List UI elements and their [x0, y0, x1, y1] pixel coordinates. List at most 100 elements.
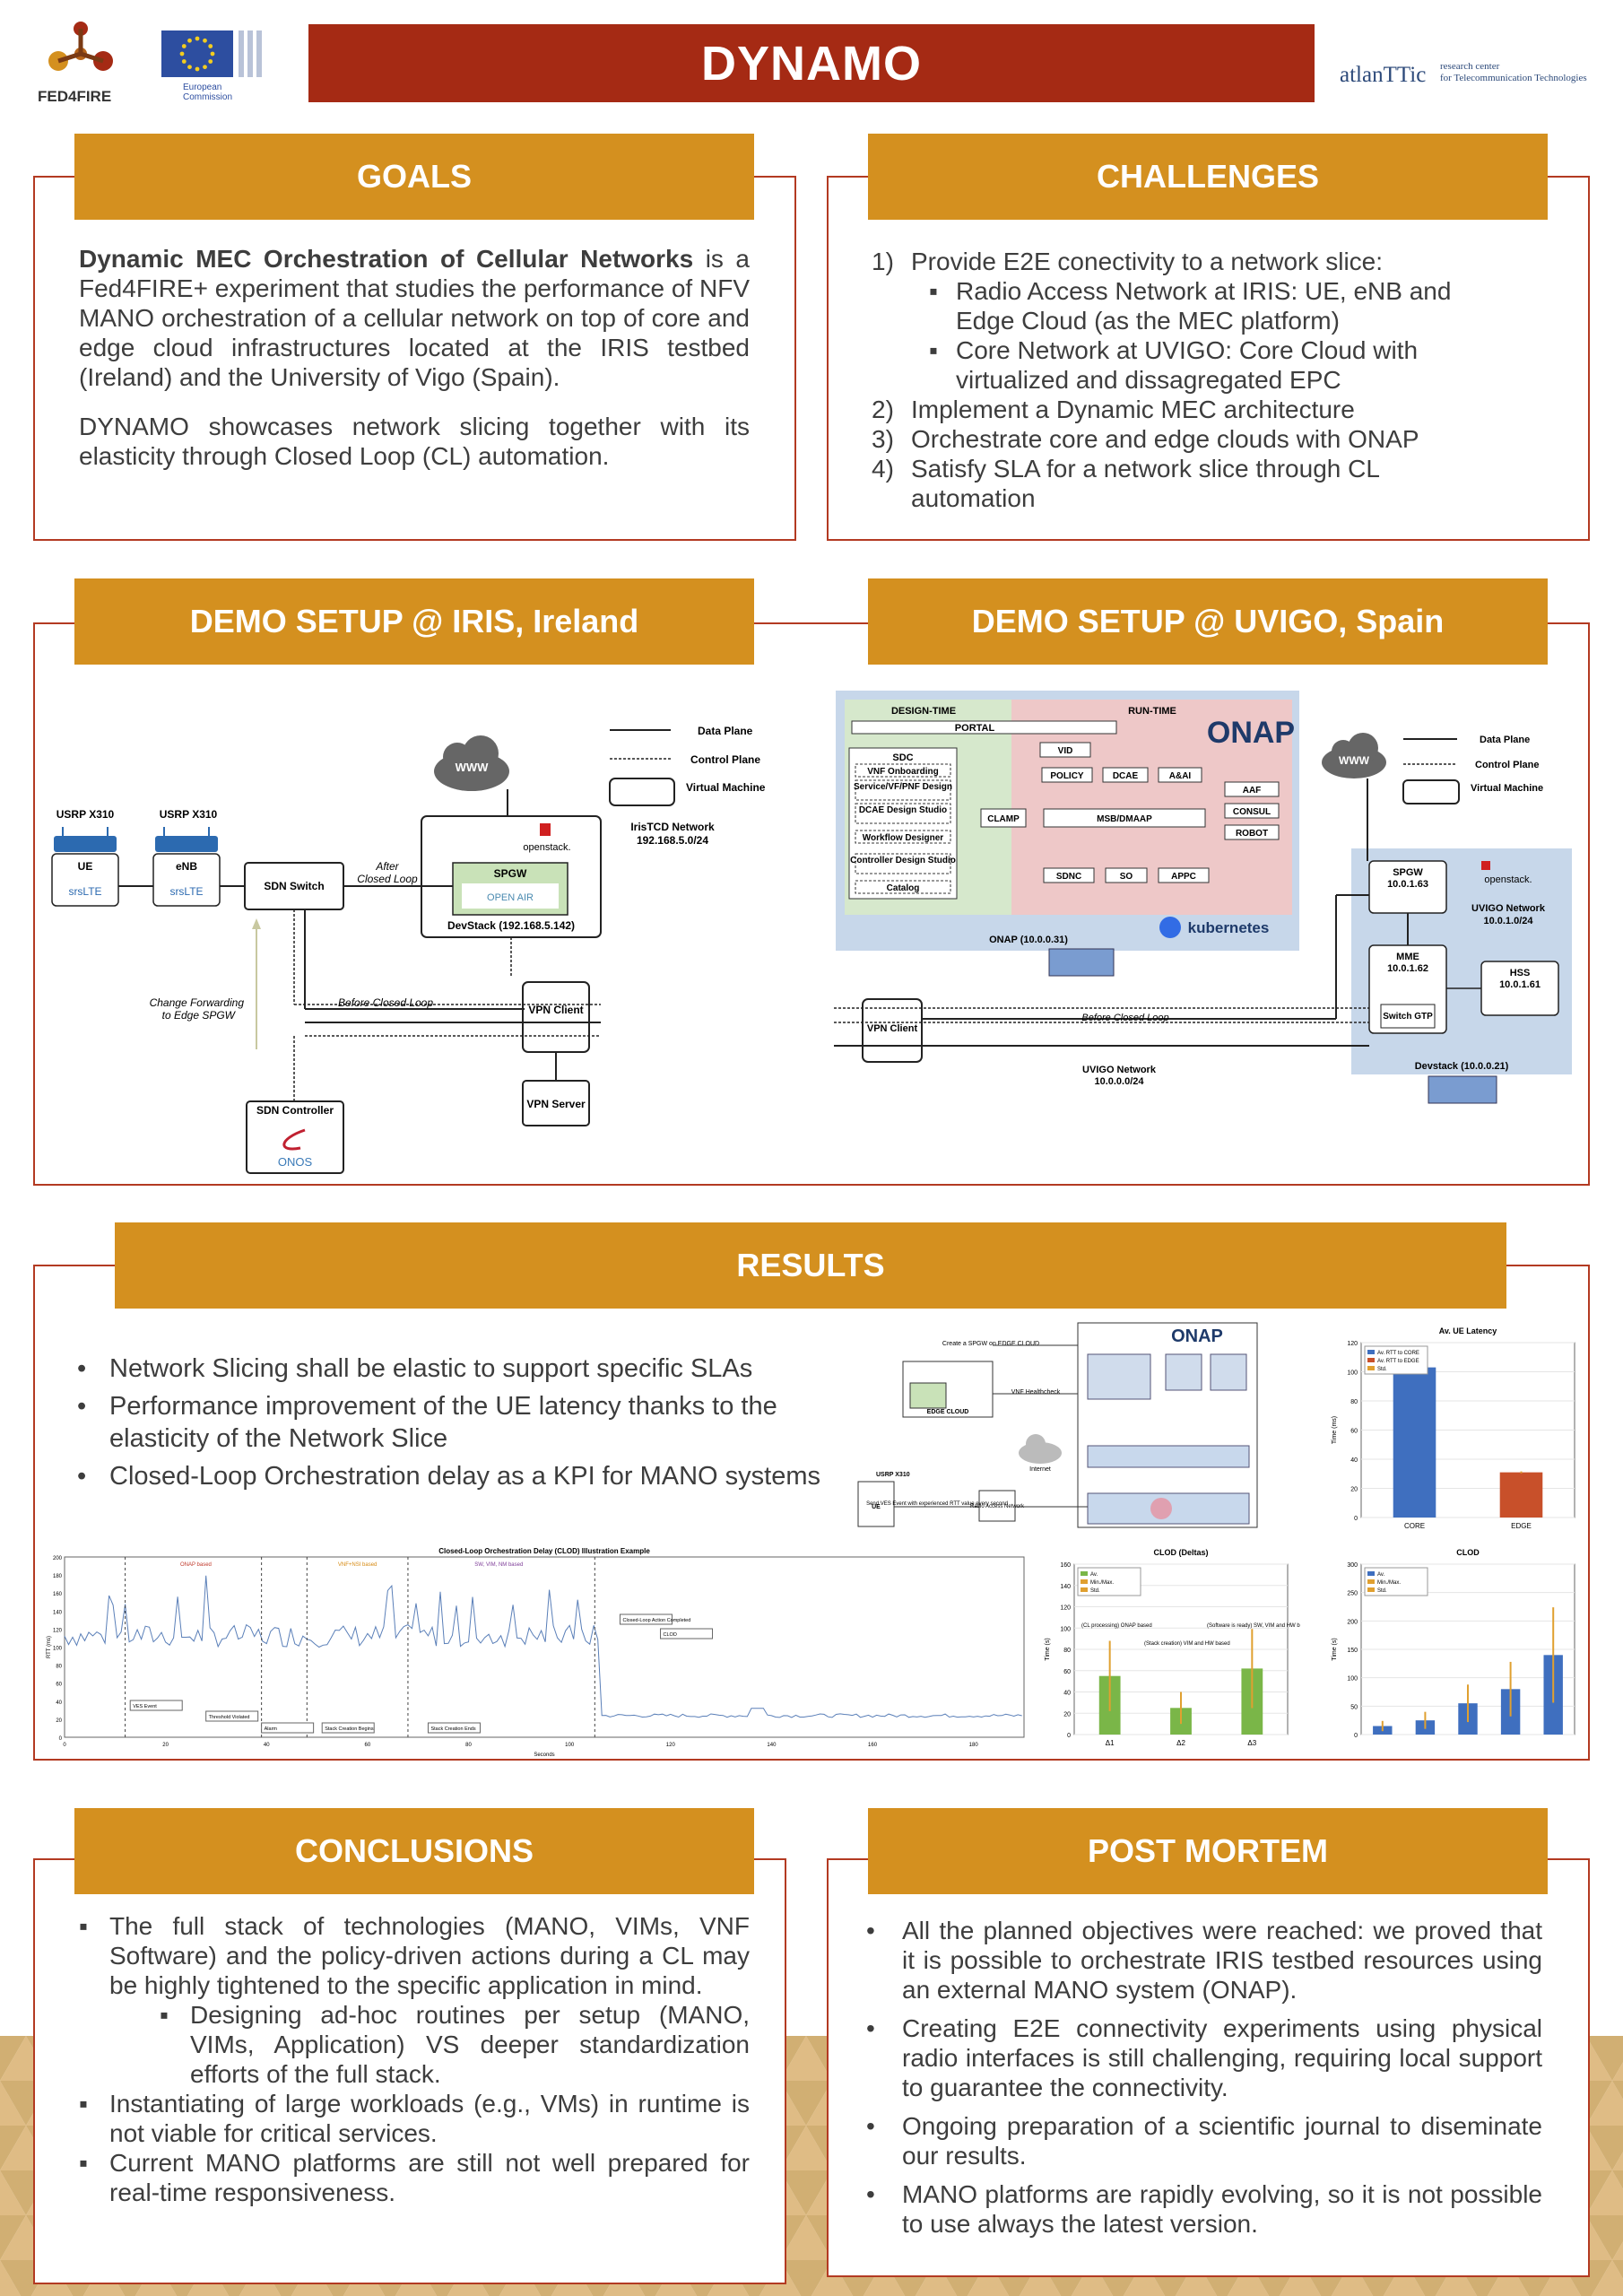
openstack-label: openstack. — [523, 842, 570, 853]
pattern-triangle — [1019, 2260, 1062, 2296]
y-tick-label: 0 — [1354, 1733, 1358, 1739]
annotation-box — [427, 1722, 481, 1734]
cloud-icon — [1019, 1434, 1062, 1464]
y-tick-label: 60 — [1063, 1669, 1071, 1675]
y-tick-label: 100 — [1060, 1626, 1071, 1632]
annotation-label: CLOD — [664, 1632, 677, 1638]
sdc-item-label: Workflow Designer — [863, 833, 943, 843]
y-tick-label: 160 — [53, 1592, 63, 1597]
onap-component-box — [1105, 867, 1148, 883]
span-label: SW, VIM, NM based — [474, 1562, 523, 1568]
y-tick-label: 80 — [56, 1665, 62, 1670]
pattern-triangle — [967, 2260, 1010, 2296]
uvigo-network-b-label: UVIGO Network — [1082, 1065, 1157, 1075]
results-bullet: •Closed-Loop Orchestration delay as a KP… — [77, 1460, 830, 1492]
onap-component-label: SO — [1120, 872, 1133, 882]
challenge-sub-text: Radio Access Network at IRIS: UE, eNB an… — [956, 277, 1452, 335]
chart-title: CLOD (Deltas) — [1153, 1548, 1208, 1557]
sdn-switch-label: SDN Switch — [264, 880, 324, 892]
post-mortem-text: Creating E2E connectivity experiments us… — [902, 2014, 1542, 2101]
internet-label: Internet — [1029, 1466, 1051, 1473]
goals-panel — [33, 176, 796, 541]
x-tick-label: 180 — [969, 1743, 979, 1748]
annotation-label: (Stack creation) VIM and HW based — [1144, 1641, 1230, 1647]
send-ves-label: Send VES Event with experienced RTT valu… — [866, 1501, 1008, 1507]
iris-network-label: IrisTCD Network — [630, 821, 715, 833]
pattern-triangle — [1586, 2081, 1623, 2126]
challenge-num: 4) — [872, 455, 894, 483]
uvigo-net-label: UVIGO Network — [1471, 903, 1546, 914]
pattern-triangle — [1612, 2170, 1623, 2189]
x-tick-label: 40 — [264, 1743, 270, 1748]
pattern-triangle — [1227, 2260, 1270, 2296]
onap-component-box — [1158, 867, 1210, 883]
x-tick-label: CORE — [1404, 1522, 1425, 1530]
span-label: VNF+NSI based — [338, 1562, 378, 1568]
post-mortem-panel — [827, 1858, 1590, 2277]
goals-bold-title: Dynamic MEC Orchestration of Cellular Ne… — [79, 245, 694, 273]
annotation-label: (CL processing) ONAP based — [1081, 1623, 1152, 1629]
poster-title: DYNAMO — [701, 36, 922, 91]
onap-component-label: VID — [1058, 746, 1073, 756]
legend-label: Std. — [1377, 1588, 1387, 1594]
y-tick-label: 50 — [1350, 1704, 1358, 1710]
cloud-icon — [434, 735, 509, 791]
challenge-text: Provide E2E conectivity to a network sli… — [911, 248, 1384, 275]
legend-label: Av. — [1090, 1572, 1098, 1578]
conclusion-sub-text: Designing ad-hoc routines per setup (MAN… — [190, 2001, 750, 2088]
pattern-triangle — [1435, 2260, 1478, 2296]
eu-star-icon — [179, 51, 185, 57]
legend-label: Av. — [1377, 1572, 1384, 1578]
x-tick-label: Δ2 — [1176, 1739, 1185, 1747]
bar — [1499, 1472, 1543, 1518]
pattern-triangle — [811, 2260, 854, 2296]
challenge-item: 2)Implement a Dynamic MEC architecture — [872, 395, 1571, 424]
y-tick-label: 40 — [56, 1700, 62, 1706]
onap-component-label: POLICY — [1050, 771, 1084, 781]
y-tick-label: 200 — [53, 1556, 63, 1561]
ue-label: UE — [78, 860, 93, 873]
annotation-label: Threshold Violated — [209, 1715, 250, 1720]
challenges-header: CHALLENGES — [868, 134, 1548, 220]
pattern-triangle — [1612, 2081, 1623, 2100]
www-label: WWW — [456, 761, 490, 774]
uvigo-devstack-label: Devstack (10.0.0.21) — [1415, 1061, 1509, 1072]
uvigo-network-b-cidr: 10.0.0.0/24 — [1094, 1076, 1144, 1087]
mme-ip: 10.0.1.62 — [1387, 963, 1428, 974]
openstack-icon — [1481, 861, 1490, 870]
y-tick-label: 0 — [59, 1736, 63, 1742]
legend-label: Av. RTT to CORE — [1377, 1351, 1419, 1356]
pattern-triangle — [780, 2036, 832, 2081]
sdc-item-box — [855, 830, 951, 844]
eu-star-icon — [208, 44, 213, 48]
conclusions-panel — [33, 1858, 786, 2284]
annotation-label: Stack Creation Begins — [325, 1726, 374, 1732]
onos-bird-icon — [282, 1128, 306, 1151]
server-icon — [1048, 948, 1115, 977]
x-tick-label: 120 — [666, 1743, 676, 1748]
post-mortem-header: POST MORTEM — [868, 1808, 1548, 1894]
goals-header: GOALS — [74, 134, 754, 220]
goals-p1-rest: is a Fed4FIRE+ experiment that studies t… — [79, 245, 750, 391]
edge-cloud-label: EDGE CLOUD — [927, 1409, 969, 1415]
x-axis-label: Seconds — [534, 1752, 554, 1758]
legend-swatch — [1367, 1366, 1375, 1370]
y-tick-label: 140 — [53, 1610, 63, 1615]
y-tick-label: 40 — [1350, 1457, 1358, 1464]
pattern-triangle — [1612, 2260, 1623, 2279]
annotation-label: VES Event — [133, 1704, 157, 1709]
y-tick-label: 100 — [1347, 1676, 1358, 1683]
before-cl-label: Before Closed Loop — [338, 996, 433, 1009]
legend-swatch — [1367, 1587, 1375, 1592]
iris-network-cidr: 192.168.5.0/24 — [637, 834, 708, 847]
sdc-item-box — [855, 880, 951, 894]
challenge-num: 1) — [872, 248, 894, 275]
sdc-item-box — [855, 763, 951, 778]
conclusion-item: ▪Current MANO platforms are still not we… — [79, 2149, 750, 2206]
legend-label: Min./Max. — [1377, 1580, 1401, 1586]
plot-area — [64, 1556, 1025, 1738]
x-tick-label: Δ1 — [1106, 1739, 1115, 1747]
legend-label: Av. RTT to EDGE — [1377, 1359, 1419, 1364]
legend-control-plane: Control Plane — [690, 753, 760, 766]
